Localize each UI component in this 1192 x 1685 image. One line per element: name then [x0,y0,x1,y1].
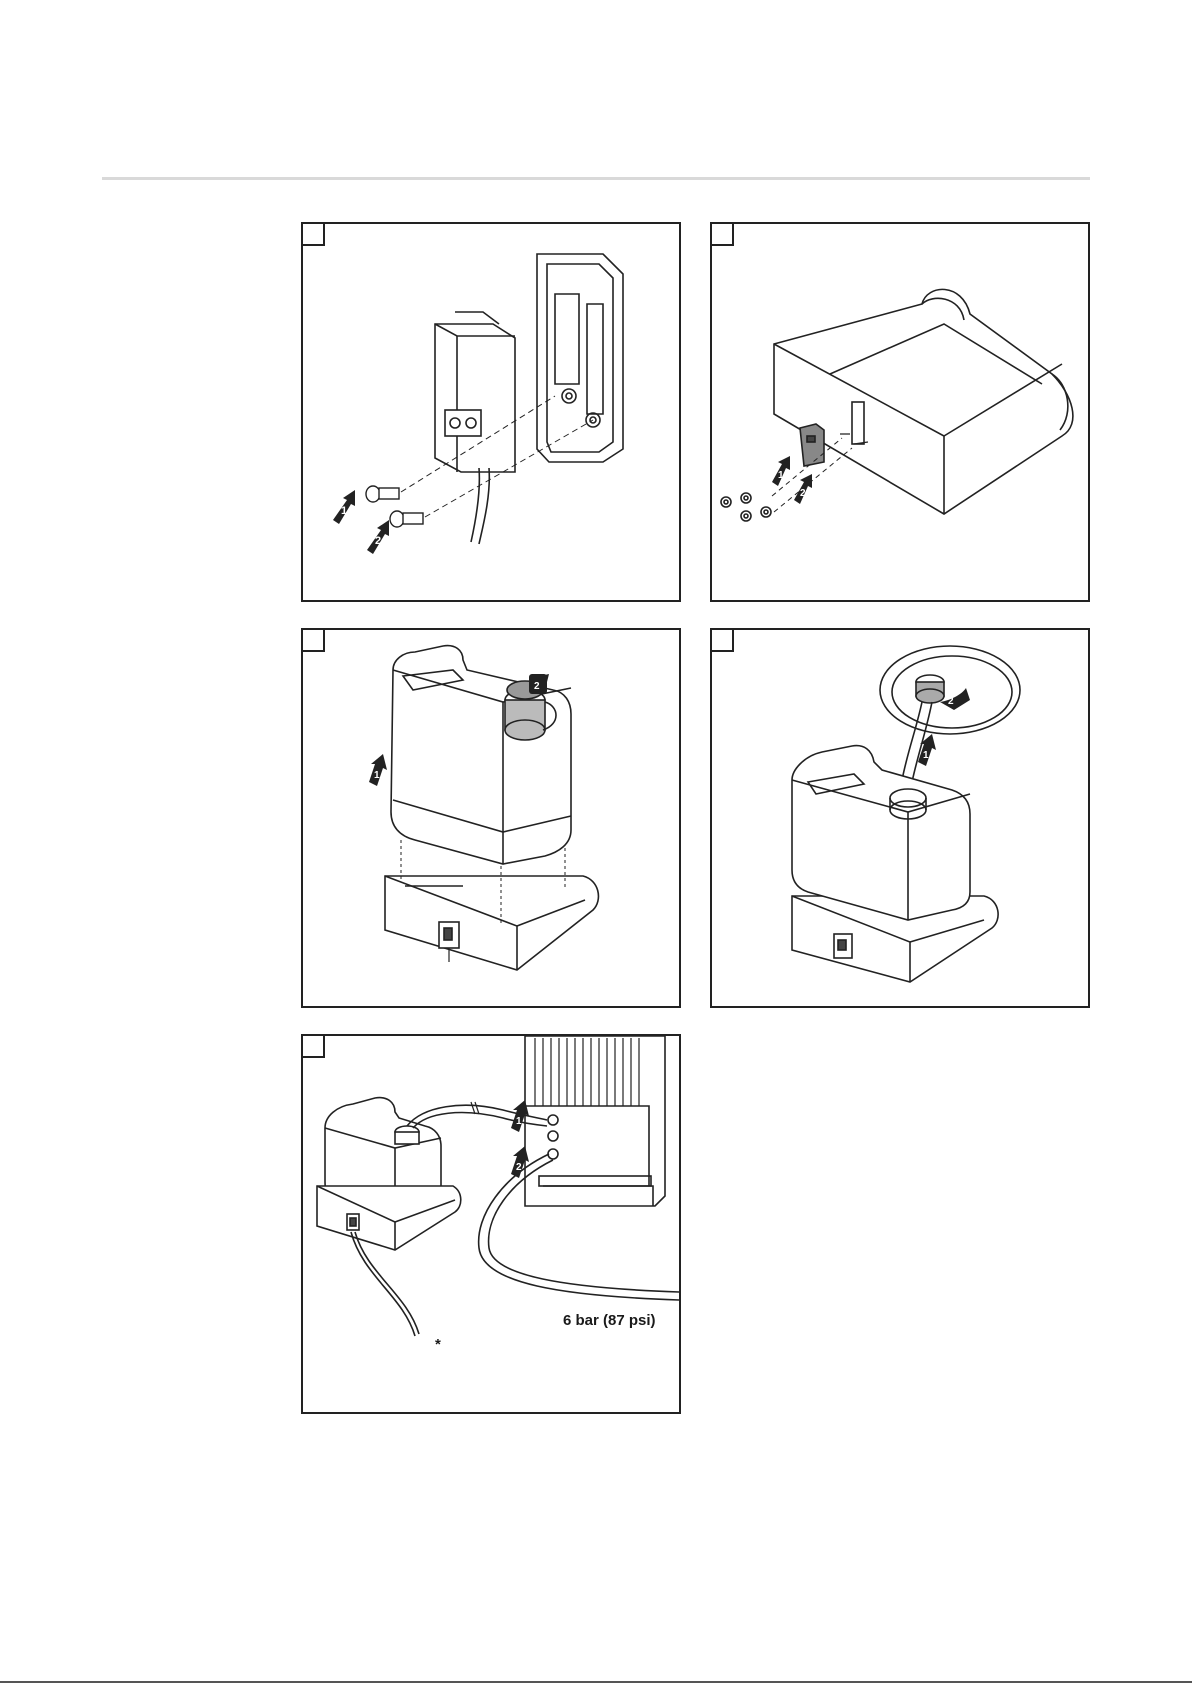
step-number-box [712,224,734,246]
connection-diagram-illustration: 1 2 [303,1036,679,1412]
svg-text:1: 1 [374,770,380,781]
illustration-panel-step-4: 1 2 [710,628,1090,1008]
illustration-panel-step-1: 1 2 [301,222,681,602]
svg-text:2: 2 [948,696,954,707]
tray-bracket-illustration: 1 2 [712,224,1088,600]
top-rule [102,177,1090,180]
svg-text:2: 2 [516,1162,522,1173]
footnote-marker: * [435,1336,441,1353]
svg-text:1: 1 [341,505,347,517]
svg-text:2: 2 [375,535,381,547]
bracket-mounting-illustration: 1 2 [303,224,679,600]
step-number-box [303,224,325,246]
svg-text:1: 1 [923,750,929,761]
illustration-panel-step-3: 1 2 [301,628,681,1008]
svg-text:2: 2 [800,488,806,499]
pressure-label: 6 bar (87 psi) [563,1312,656,1329]
svg-text:2: 2 [534,681,540,692]
svg-text:1: 1 [778,470,784,481]
step-number-box [712,630,734,652]
canister-into-tray-illustration: 1 2 [303,630,679,1006]
step-number-box [303,1036,325,1058]
bottom-rule [0,1681,1192,1683]
step-number-box [303,630,325,652]
svg-text:1: 1 [516,1116,522,1127]
hose-into-canister-illustration: 1 2 [712,630,1088,1006]
illustration-panel-step-5: 1 2 6 bar (87 psi) * [301,1034,681,1414]
illustration-panel-step-2: 1 2 [710,222,1090,602]
